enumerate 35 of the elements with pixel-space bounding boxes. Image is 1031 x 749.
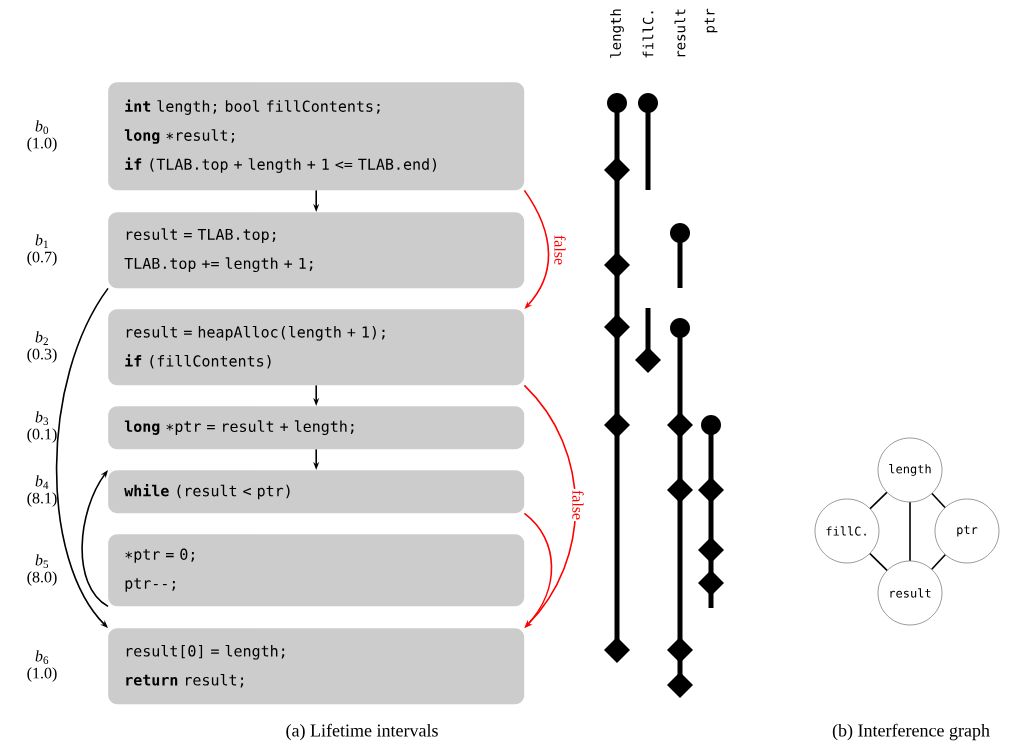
arrow (55, 287, 109, 628)
column-header: ptr (704, 8, 718, 33)
edge-label: false (571, 488, 585, 522)
block-label: b$_{4}$ (8.1) (27, 475, 57, 507)
code-block: while (result < ptr) (108, 470, 525, 514)
subfigure-caption: (a) Lifetime intervals (286, 723, 438, 741)
block-label: b$_{1}$ (0.7) (27, 234, 57, 266)
graph-edge (909, 501, 911, 562)
arrow (81, 470, 109, 608)
block-label: b$_{3}$ (0.1) (27, 411, 57, 443)
graph-node: fillC. (814, 498, 880, 564)
graph-edge (869, 491, 888, 510)
column-header: fillC. (642, 11, 654, 58)
column-header: length (610, 9, 624, 58)
code-block: ∗ptr = 0; ptr--; (108, 534, 525, 607)
block-label: b$_{2}$ (0.3) (27, 331, 57, 363)
edge-label: false (553, 233, 567, 267)
graph-edge (869, 552, 888, 572)
graph-node: ptr (934, 498, 1000, 564)
code-block: result = TLAB.top; TLAB.top += length + 1; (108, 212, 525, 289)
block-label: b$_{5}$ (8.0) (27, 554, 57, 586)
code-block: int length; bool fillContents; long ∗result; if (TLAB.top + length + 1 <= TLAB.end) (108, 82, 525, 191)
arrow (523, 512, 553, 628)
graph-edge (931, 553, 946, 571)
column-header: result (674, 9, 686, 57)
code-block: result[0] = length; return result; (108, 628, 525, 705)
arrow (523, 189, 550, 309)
code-block: long ∗ptr = result + length; (108, 406, 525, 450)
code-block: result = heapAlloc(length + 1); if (fillContents) (108, 309, 525, 386)
block-label: b$_{0}$ (1.0) (27, 120, 57, 152)
graph-node: result (877, 560, 943, 626)
graph-node: length (877, 437, 943, 503)
subfigure-caption: (b) Interference graph (832, 723, 990, 741)
block-label: b$_{6}$ (1.0) (27, 650, 57, 682)
graph-edge (931, 492, 946, 509)
